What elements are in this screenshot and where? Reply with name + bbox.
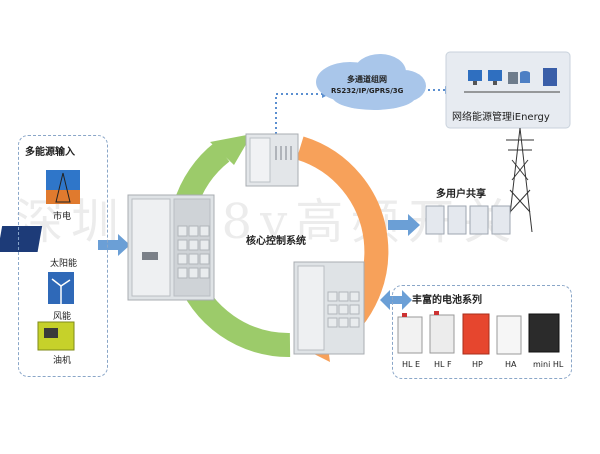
cloud-shape bbox=[316, 54, 426, 110]
ienergy-label: 网络能源管理iEnergy bbox=[452, 112, 550, 123]
main-cabinet bbox=[127, 194, 215, 301]
battery-label-hlf: HL F bbox=[434, 360, 452, 369]
input-label-diesel: 油机 bbox=[53, 356, 72, 366]
input-label-solar: 太阳能 bbox=[50, 259, 78, 269]
battery-label-minihl: mini HL bbox=[533, 360, 564, 369]
network-link-line bbox=[275, 93, 322, 134]
input-label-wind: 风能 bbox=[53, 312, 72, 322]
diesel-generator-icon bbox=[37, 321, 75, 351]
battery-double-arrow bbox=[380, 290, 412, 310]
inputs-panel bbox=[18, 135, 108, 377]
core-control-label: 核心控制系统 bbox=[246, 236, 306, 247]
solar-panel-icon bbox=[0, 226, 43, 252]
wind-turbine-icon bbox=[48, 272, 74, 304]
battery-label-hp: HP bbox=[472, 360, 483, 369]
users-label: 多用户共享 bbox=[436, 189, 486, 200]
batteries-panel bbox=[392, 285, 572, 379]
input-arrow bbox=[98, 234, 130, 256]
power-tower-icon bbox=[46, 170, 80, 204]
inputs-title: 多能源输入 bbox=[25, 147, 75, 158]
input-label-grid: 市电 bbox=[53, 212, 72, 222]
batteries-title: 丰富的电池系列 bbox=[412, 295, 482, 306]
server-racks bbox=[425, 205, 511, 235]
cloud-label-line2: RS232/IP/GPRS/3G bbox=[331, 87, 404, 95]
arc-green-arrowhead bbox=[210, 134, 252, 165]
computer-icons bbox=[464, 68, 560, 93]
user-arrow bbox=[388, 214, 420, 236]
top-cabinet bbox=[245, 133, 299, 187]
battery-label-ha: HA bbox=[505, 360, 517, 369]
cloud-label-line1: 多通道组网 bbox=[347, 75, 387, 84]
battery-label-hle: HL E bbox=[402, 360, 421, 369]
lower-cabinet bbox=[293, 261, 365, 355]
battery-icons bbox=[397, 311, 560, 355]
